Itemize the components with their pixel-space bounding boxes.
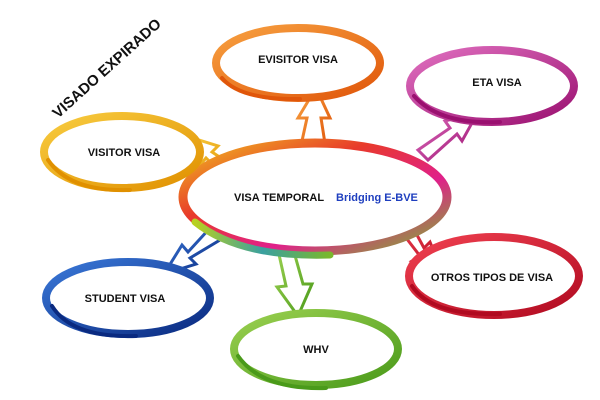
arrow-to-eta <box>415 109 482 163</box>
center-node: VISA TEMPORAL Bridging E-BVE <box>178 138 452 259</box>
node-whv: WHV <box>230 309 402 391</box>
diagram-title: VISADO EXPIRADO <box>49 15 165 122</box>
node-visitor-visa: VISITOR VISA <box>40 112 204 193</box>
node-otros-tipos-de-visa: OTROS TIPOS DE VISA <box>405 233 583 319</box>
node-eta-visa: ETA VISA <box>406 46 578 126</box>
arrow-to-whv <box>274 248 315 320</box>
node-label-otros: OTROS TIPOS DE VISA <box>431 272 553 284</box>
node-label-evisitor: EVISITOR VISA <box>258 54 338 66</box>
node-label-whv: WHV <box>303 344 329 356</box>
center-label: VISA TEMPORAL <box>234 192 324 204</box>
node-evisitor-visa: EVISITOR VISA <box>212 24 384 102</box>
node-label-visitor: VISITOR VISA <box>88 147 161 159</box>
center-ellipse <box>178 138 452 256</box>
center-sublabel: Bridging E-BVE <box>336 192 418 204</box>
node-label-student: STUDENT VISA <box>85 293 166 305</box>
node-label-eta: ETA VISA <box>472 77 522 89</box>
node-student-visa: STUDENT VISA <box>42 258 214 339</box>
